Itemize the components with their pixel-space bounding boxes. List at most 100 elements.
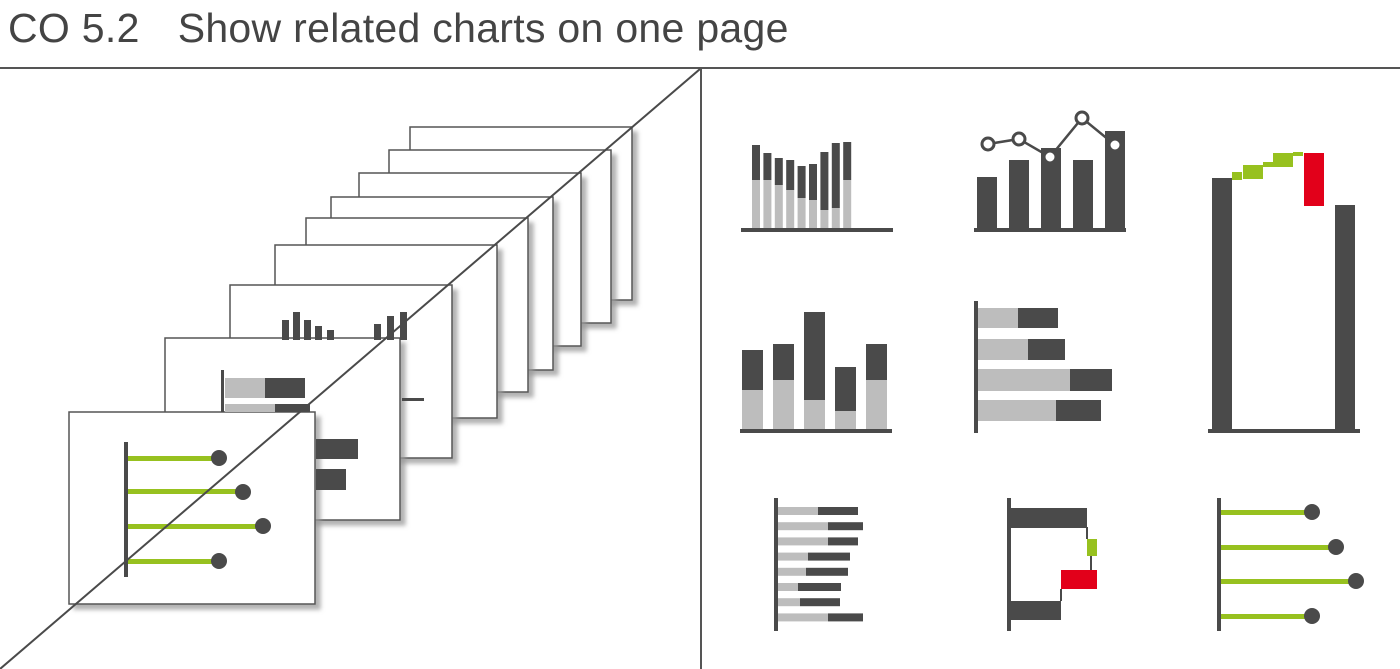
icon-segment-dark <box>866 344 887 380</box>
chapter-title: Show related charts on one page <box>177 5 789 51</box>
mini-column <box>400 312 407 340</box>
icon-baseline <box>741 228 893 232</box>
icon-axis <box>1007 498 1011 631</box>
icon-segment-light <box>778 567 806 576</box>
panel-divider <box>700 68 702 669</box>
stacked-column-icon <box>752 142 852 228</box>
mini-column <box>387 316 394 340</box>
icon-axis <box>774 498 778 631</box>
mini-axis <box>221 370 224 412</box>
icon-segment-light <box>778 613 828 622</box>
icon-segment-dark <box>797 166 806 198</box>
icon-segment-dark <box>800 598 840 607</box>
mini-bar-dark <box>265 378 305 398</box>
icon-segment-dark <box>774 158 783 185</box>
icon-step-up <box>1263 162 1273 167</box>
icon-connector <box>1086 527 1088 539</box>
icon-segment-dark <box>828 537 858 546</box>
icon-segment-light <box>778 598 800 607</box>
mini-column <box>282 320 289 340</box>
icon-bar-dark <box>1028 339 1065 360</box>
page-2-content <box>221 370 424 412</box>
icon-bar-dark <box>1070 369 1112 391</box>
icon-segment-light <box>778 522 828 531</box>
icon-marker <box>1107 137 1123 153</box>
icon-segment-dark <box>843 142 852 180</box>
icon-segment-dark <box>804 312 825 400</box>
stacked-bar-icon <box>974 301 1112 433</box>
page-3-content <box>282 312 407 340</box>
icon-column <box>1105 131 1125 228</box>
icon-column <box>1335 205 1355 430</box>
icon-bar-light <box>978 369 1070 391</box>
lollipop-head <box>1328 539 1344 555</box>
mini-bar-light <box>225 378 265 398</box>
icon-segment-light <box>774 185 783 228</box>
icon-segment-dark <box>818 507 858 515</box>
lollipop-stem <box>128 559 218 564</box>
lollipop-stem <box>1221 614 1311 619</box>
icon-segment-light <box>835 411 856 429</box>
icon-connector <box>1090 556 1092 570</box>
icon-step-up <box>1273 153 1293 167</box>
icon-step-up <box>1243 165 1263 179</box>
icon-segment-dark <box>806 567 848 576</box>
strike-through-line <box>0 68 700 669</box>
mini-column <box>327 330 334 340</box>
icon-column <box>1073 160 1093 228</box>
waterfall-column-icon <box>1208 152 1360 433</box>
icon-segment-dark <box>773 344 794 380</box>
icon-bar-dark <box>1018 308 1058 328</box>
mini-column <box>315 326 322 340</box>
icon-step-up <box>1087 539 1097 556</box>
icon-segment-light <box>843 180 852 228</box>
icon-segment-dark <box>831 143 840 208</box>
icon-segment-dark <box>808 552 850 561</box>
icon-segment-dark <box>828 613 863 622</box>
column-with-line-icon <box>974 110 1126 232</box>
mini-column <box>304 320 311 340</box>
icon-marker <box>1042 149 1058 165</box>
lollipop-head <box>1348 573 1364 589</box>
mini-bar-dark <box>316 469 346 490</box>
icon-bar <box>1011 601 1061 620</box>
lollipop-stem <box>1221 545 1335 550</box>
lollipop-head <box>1304 504 1320 520</box>
icon-segment-light <box>778 507 818 515</box>
icon-bar-light <box>978 400 1056 421</box>
icon-segment-dark <box>763 153 772 180</box>
icon-segment-dark <box>742 350 763 390</box>
icon-segment-light <box>778 537 828 546</box>
lollipop-stem <box>1221 510 1311 515</box>
lollipop-bar-icon <box>1217 498 1364 631</box>
icon-segment-dark <box>809 164 817 200</box>
icon-baseline <box>1208 429 1360 433</box>
icon-segment-dark <box>835 367 856 411</box>
icon-segment-dark <box>786 160 795 190</box>
icon-marker <box>1011 131 1027 147</box>
icon-step-up <box>1293 152 1303 156</box>
icon-step-up <box>1232 172 1242 180</box>
icon-bar-light <box>978 339 1028 360</box>
icon-axis <box>974 301 978 433</box>
page-2-content-lower <box>316 439 358 490</box>
icon-segment-light <box>866 380 887 429</box>
icon-segment-light <box>778 583 798 591</box>
lollipop-head <box>211 450 227 466</box>
icon-column <box>1009 160 1029 228</box>
icon-segment-light <box>831 208 840 228</box>
mini-bar-light <box>225 404 275 412</box>
icon-column <box>1041 148 1061 228</box>
icon-segment-light <box>820 210 829 228</box>
icon-bar-dark <box>1056 400 1101 421</box>
mini-column <box>374 324 381 340</box>
icon-marker <box>980 136 996 152</box>
lollipop-head <box>1304 608 1320 624</box>
icon-step-down <box>1061 570 1097 589</box>
front-page-content <box>124 442 271 577</box>
lollipop-head <box>211 553 227 569</box>
lollipop-axis <box>124 442 128 577</box>
icon-segment-dark <box>820 152 829 210</box>
icon-column <box>977 177 997 228</box>
